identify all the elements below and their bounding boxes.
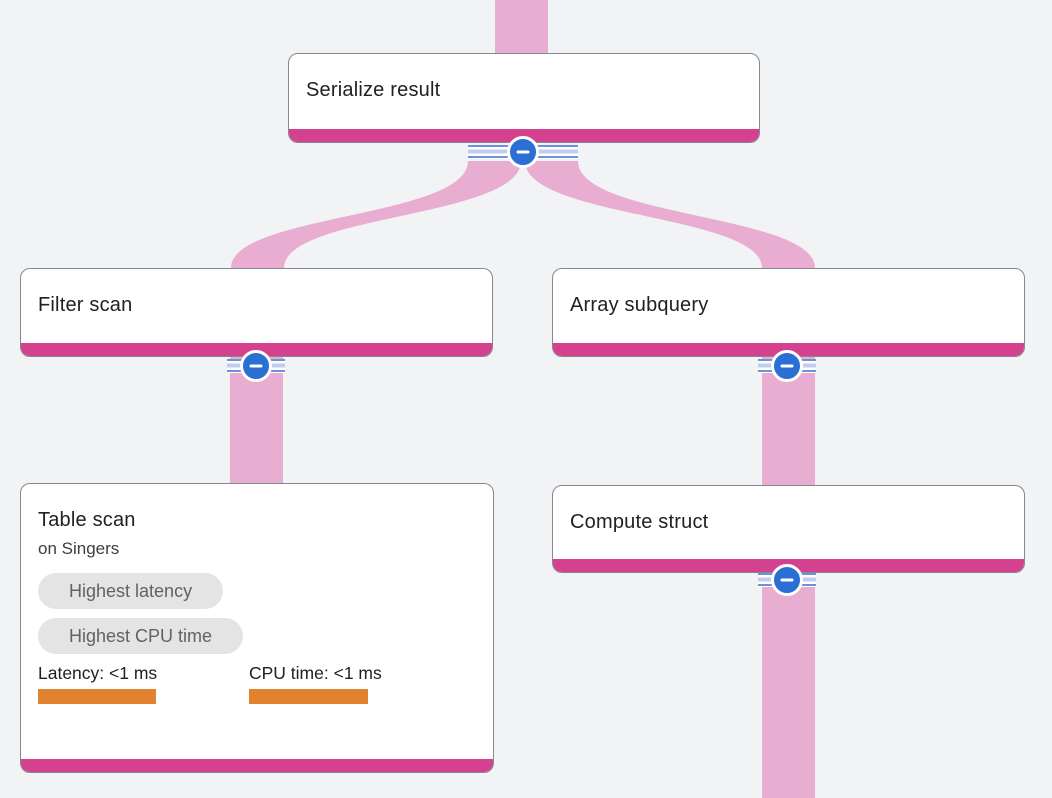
collapse-button-serialize-result[interactable]	[468, 136, 578, 168]
node-serialize-result[interactable]: Serialize result	[288, 53, 760, 143]
edge-into-serialize-result	[495, 0, 548, 55]
collapse-icon[interactable]	[240, 350, 272, 382]
collapse-button-filter-scan[interactable]	[227, 350, 285, 382]
node-table-scan[interactable]: Table scan on Singers Highest latency Hi…	[20, 483, 494, 773]
badge-list: Highest latency Highest CPU time	[21, 559, 493, 654]
metric-cpu-time: CPU time: <1 ms	[249, 663, 460, 704]
node-title: Filter scan	[38, 294, 133, 316]
edge-serialize-to-filter-scan	[231, 161, 521, 268]
cpu-time-bar	[249, 689, 368, 704]
node-subtitle: on Singers	[38, 539, 120, 558]
node-title: Array subquery	[570, 294, 709, 316]
badge-highest-cpu-time: Highest CPU time	[38, 618, 244, 654]
badge-highest-latency: Highest latency	[38, 573, 224, 609]
metric-row: Latency: <1 ms CPU time: <1 ms	[21, 663, 493, 704]
edge-serialize-to-array-subquery	[525, 161, 815, 268]
node-title: Compute struct	[570, 511, 709, 533]
collapse-icon[interactable]	[771, 350, 803, 382]
node-title: Serialize result	[306, 79, 441, 101]
collapse-icon[interactable]	[507, 136, 539, 168]
collapse-icon[interactable]	[771, 564, 803, 596]
metric-label: Latency: <1 ms	[38, 663, 158, 683]
collapse-button-compute-struct[interactable]	[758, 564, 816, 596]
metric-latency: Latency: <1 ms	[38, 663, 249, 704]
node-title: Table scan	[38, 509, 136, 531]
metric-label: CPU time: <1 ms	[249, 663, 382, 683]
node-bottom-bar	[21, 759, 493, 772]
node-filter-scan[interactable]: Filter scan	[20, 268, 493, 357]
latency-bar	[38, 689, 156, 704]
node-bottom-bar	[553, 343, 1024, 356]
node-array-subquery[interactable]: Array subquery	[552, 268, 1025, 357]
node-bottom-bar	[289, 129, 759, 142]
collapse-button-array-subquery[interactable]	[758, 350, 816, 382]
node-compute-struct[interactable]: Compute struct	[552, 485, 1025, 573]
edge-compute-struct-out	[762, 566, 815, 798]
node-bottom-bar	[21, 343, 492, 356]
